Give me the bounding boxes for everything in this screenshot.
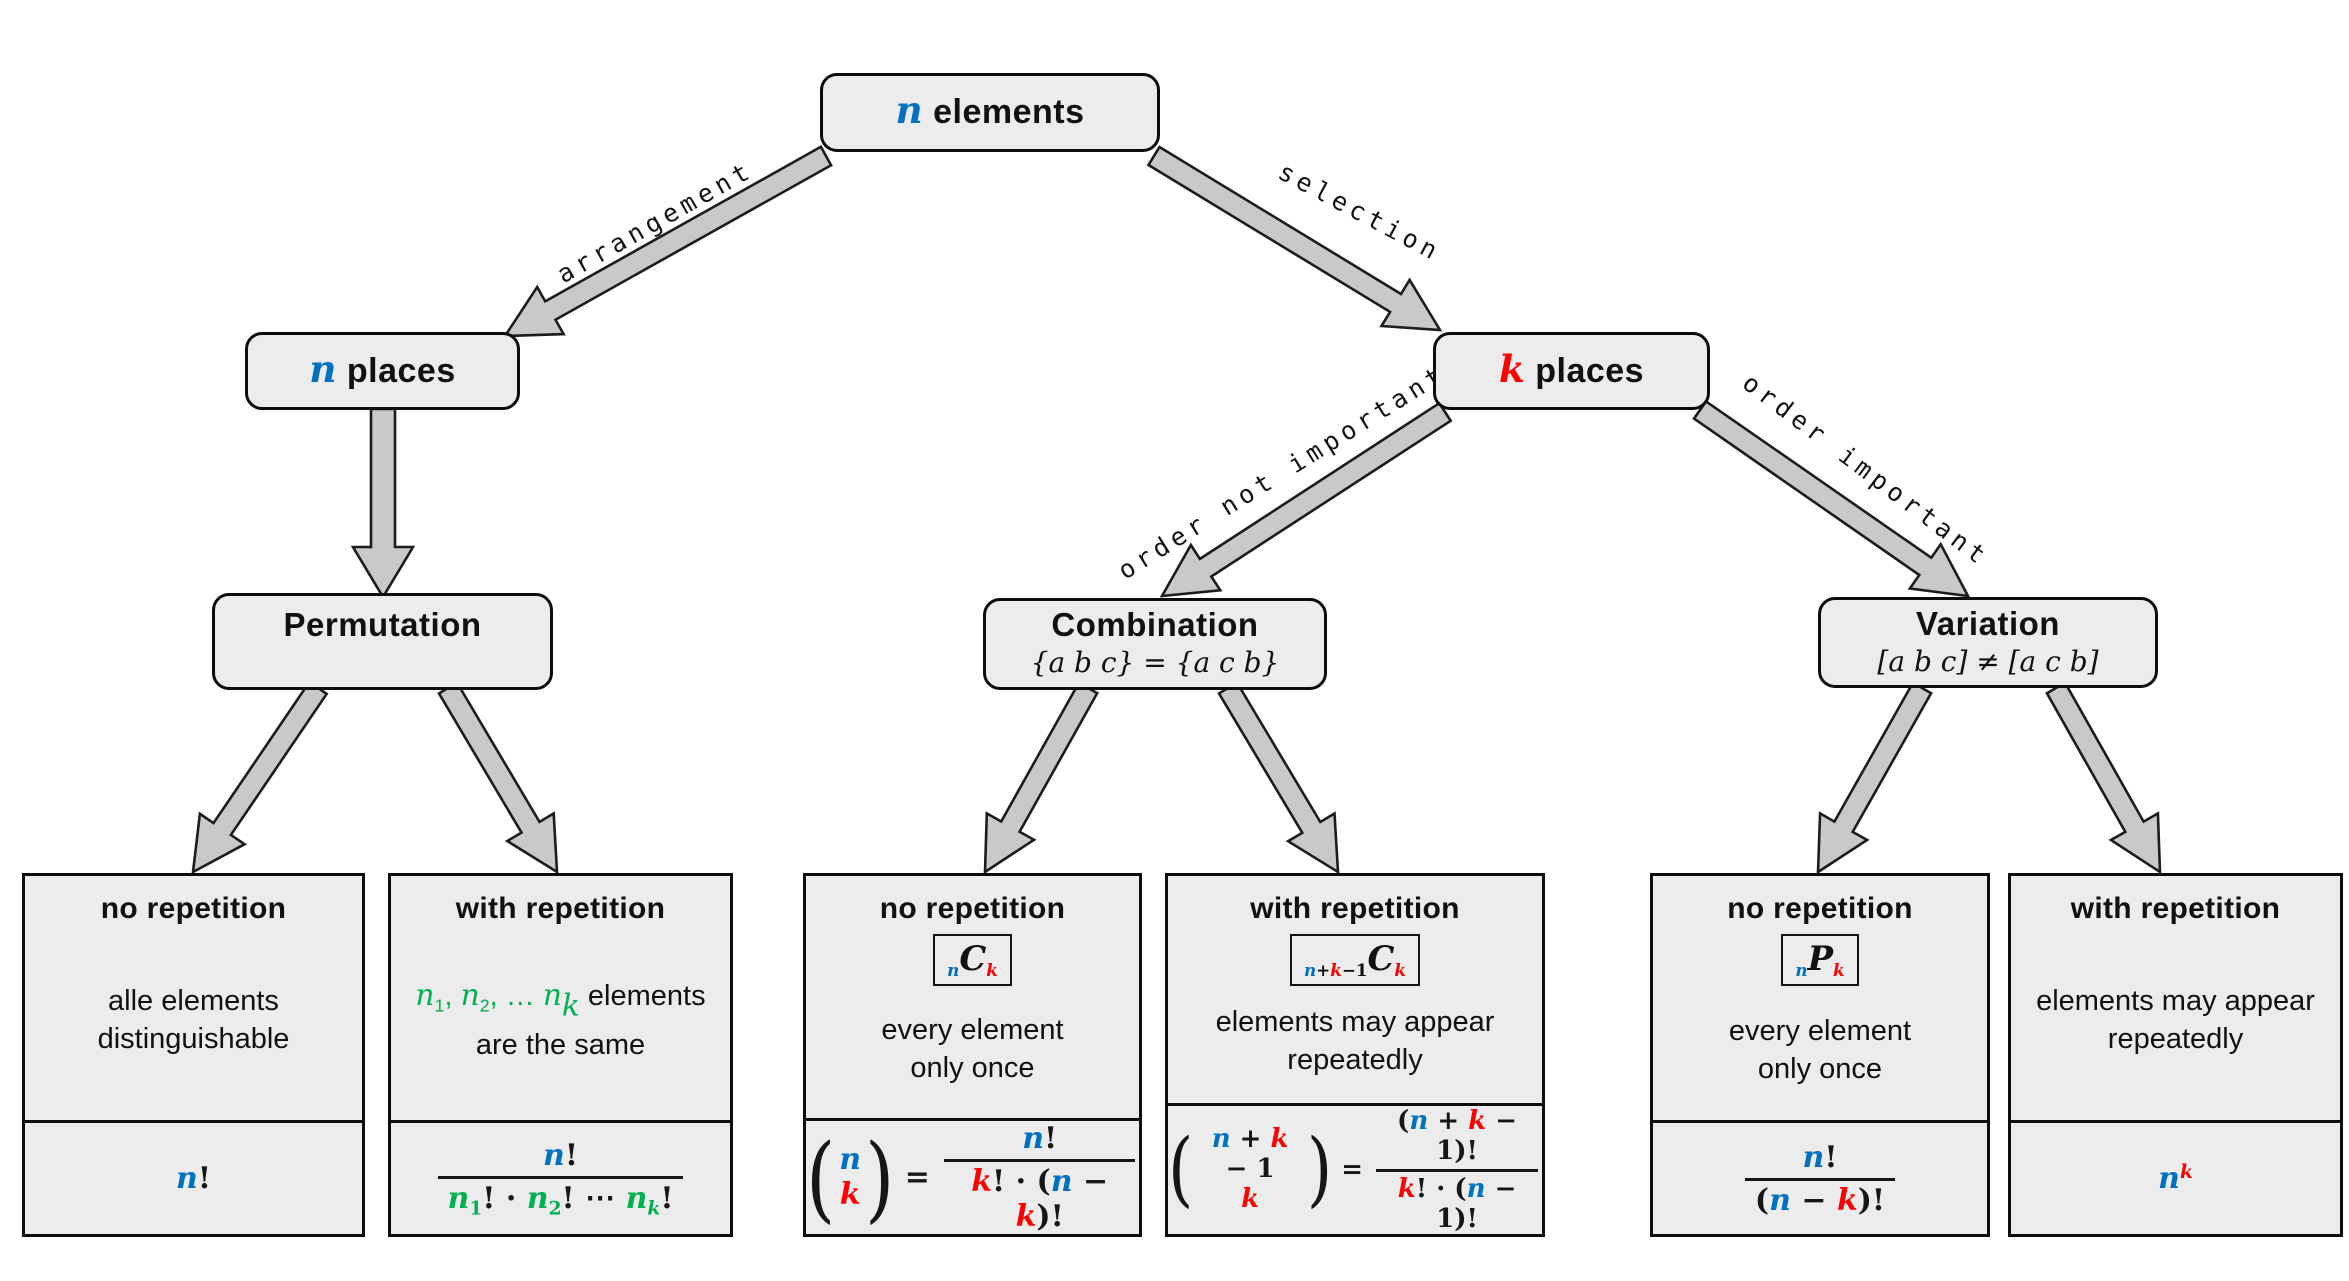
leaf-combination-with-repetition: with repetition n+k−1Ck elements may app… (1165, 873, 1545, 1237)
leaf-description: every element only once (881, 1013, 1064, 1084)
leaf-description: elements may appear repeatedly (2036, 984, 2315, 1055)
node-variation-title: Variation (1916, 605, 2060, 642)
flow-arrow (1816, 681, 1933, 875)
leaf-top: no repetition alle elements distinguisha… (25, 876, 362, 1123)
leaf-top: with repetition n1, n2, … nk elements ar… (391, 876, 730, 1123)
leaf-description: n1, n2, … nk elements are the same (415, 978, 706, 1061)
leaf-combination-no-repetition: no repetition nCk every element only onc… (803, 873, 1142, 1237)
leaf-top: no repetition nPk every element only onc… (1653, 876, 1987, 1123)
node-k-places: k places (1433, 332, 1710, 410)
leaf-formula: n!n1! · n2! ⋯ nk! (391, 1123, 730, 1234)
node-permutation-title: Permutation (283, 606, 482, 643)
leaf-variation-with-repetition: with repetition elements may appear repe… (2008, 873, 2343, 1237)
flow-arrow (983, 681, 1099, 875)
node-variation-subtitle: [a b c] ≠ [a c b] (1877, 645, 2099, 678)
node-combination-subtitle: {a b c} = {a c b} (1030, 646, 1280, 679)
flow-arrow (502, 145, 833, 338)
node-variation: Variation [a b c] ≠ [a c b] (1818, 597, 2158, 688)
leaf-formula: n! (176, 1161, 211, 1196)
node-n-elements-title: n elements (895, 88, 1085, 132)
leaf-permutation-with-repetition: with repetition n1, n2, … nk elements ar… (388, 873, 733, 1237)
formula-badge: nPk (1781, 934, 1859, 986)
leaf-header: with repetition (455, 892, 666, 925)
leaf-variation-no-repetition: no repetition nPk every element only onc… (1650, 873, 1990, 1237)
flow-arrow (437, 680, 559, 875)
leaf-top: with repetition n+k−1Ck elements may app… (1168, 876, 1542, 1106)
leaf-header: with repetition (2070, 892, 2281, 925)
flow-arrow (191, 680, 329, 875)
flow-arrow (1146, 145, 1443, 332)
leaf-header: with repetition (1250, 892, 1460, 925)
leaf-header: no repetition (100, 892, 287, 925)
leaf-formula: n!(n − k)! (1653, 1123, 1987, 1234)
node-n-places: n places (245, 332, 520, 410)
leaf-permutation-no-repetition: no repetition alle elements distinguisha… (22, 873, 365, 1237)
flow-arrow (1692, 399, 1971, 598)
leaf-header: no repetition (1727, 892, 1913, 925)
formula-badge: nCk (933, 934, 1012, 986)
flow-arrow (1217, 680, 1340, 875)
leaf-top: with repetition elements may appear repe… (2011, 876, 2340, 1123)
node-k-places-title: k places (1498, 346, 1645, 391)
flow-arrow (1159, 401, 1453, 598)
leaf-description: elements may appear repeatedly (1215, 1006, 1495, 1077)
node-combination: Combination {a b c} = {a c b} (983, 598, 1327, 690)
node-permutation: Permutation (212, 593, 553, 690)
leaf-formula: nk (2158, 1161, 2193, 1196)
leaf-description: alle elements distinguishable (97, 984, 290, 1055)
node-combination-title: Combination (1051, 606, 1259, 643)
node-n-places-title: n places (309, 346, 456, 391)
node-n-elements: n elements (820, 73, 1160, 152)
leaf-header: no repetition (879, 892, 1066, 925)
leaf-description: every element only once (1728, 1014, 1912, 1085)
leaf-top: no repetition nCk every element only onc… (806, 876, 1139, 1121)
flow-arrow (350, 407, 416, 600)
flow-arrow (2045, 681, 2162, 875)
formula-badge: n+k−1Ck (1290, 934, 1420, 986)
